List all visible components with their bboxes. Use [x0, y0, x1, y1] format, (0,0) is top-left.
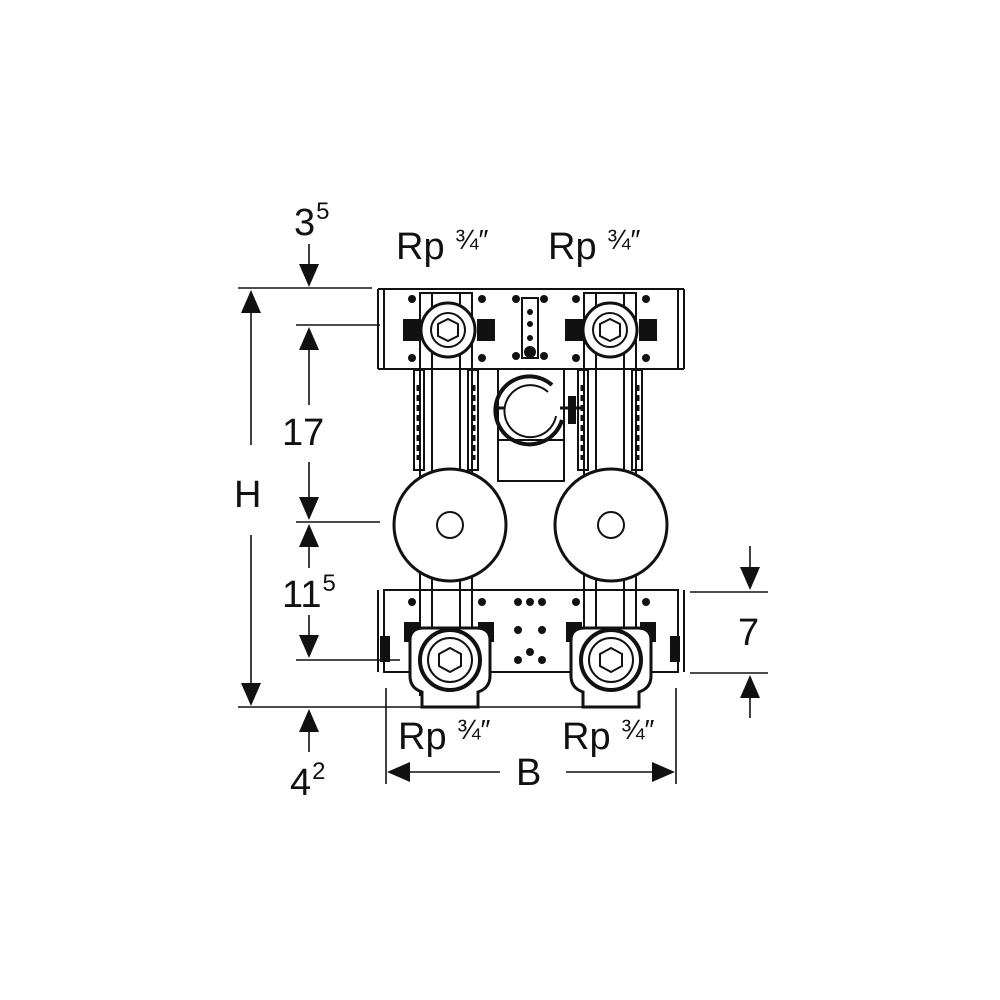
top-right-fitting — [565, 301, 657, 359]
mounting-frame — [377, 288, 685, 673]
upper-spacing-label: 17 — [282, 412, 325, 454]
bottom-rail — [383, 589, 679, 673]
top-rail-holes — [408, 295, 650, 362]
left-disc — [392, 467, 508, 583]
lower-spacing-label: 115 — [282, 570, 336, 616]
bottom-right-fitting — [569, 626, 653, 709]
width-label: B — [512, 754, 546, 792]
bottom-offset-label: 42 — [290, 758, 326, 804]
top-right-thread-label: Rp ¾″ — [548, 224, 641, 268]
right-dimension-label: 7 — [738, 612, 760, 654]
top-left-thread-label: Rp ¾″ — [396, 224, 489, 268]
bottom-left-thread-label: Rp ¾″ — [398, 714, 491, 758]
pipe-clamp — [493, 374, 584, 447]
height-label: H — [234, 474, 262, 516]
right-disc — [553, 467, 669, 583]
bottom-left-fitting — [408, 626, 492, 709]
top-left-fitting — [403, 301, 495, 359]
bottom-right-thread-label: Rp ¾″ — [562, 714, 655, 758]
top-offset-label: 35 — [294, 198, 330, 244]
bottom-rail-holes — [408, 598, 650, 664]
center-bracket — [521, 297, 539, 359]
dimension-lines — [238, 244, 768, 784]
